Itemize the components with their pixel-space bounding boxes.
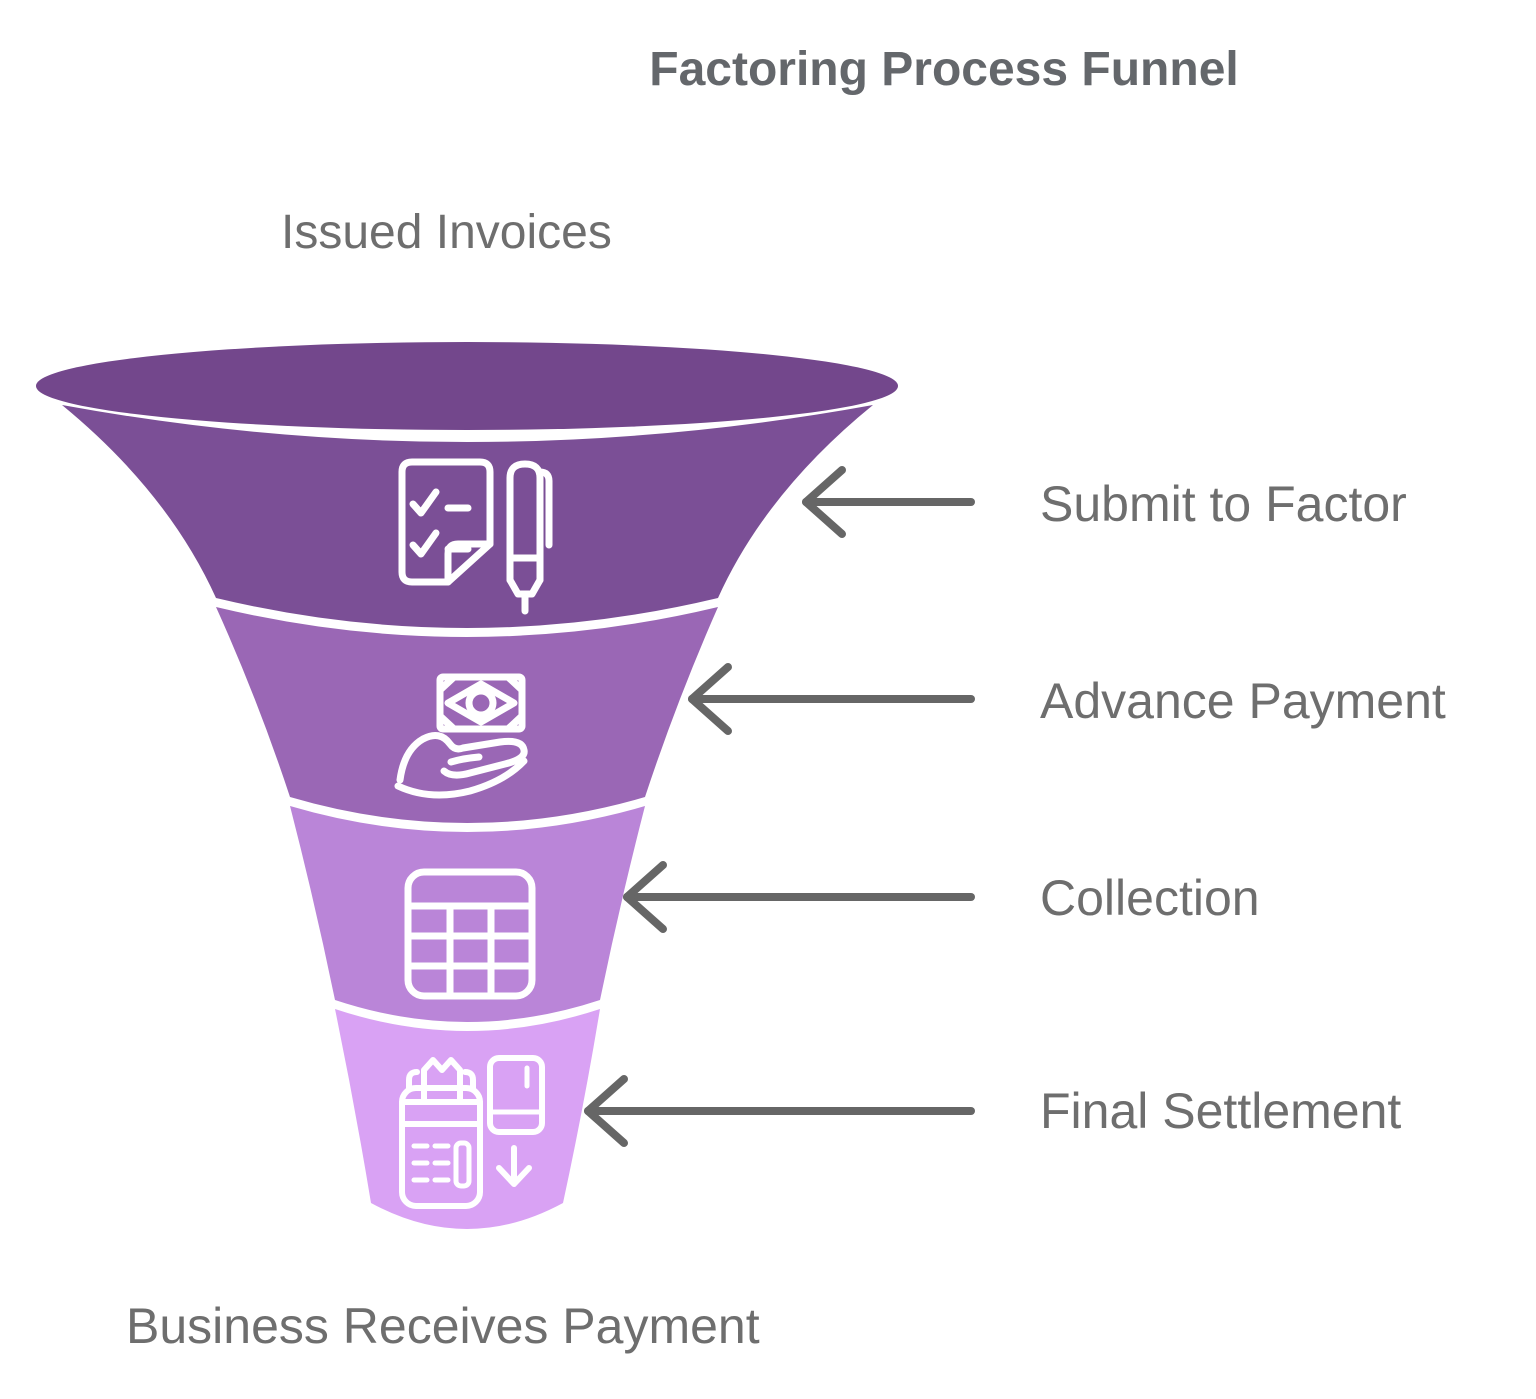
stage-label-final-settlement: Final Settlement (1040, 1083, 1402, 1139)
stage-label-collection: Collection (1040, 870, 1260, 926)
arrow-collection (623, 861, 975, 933)
funnel-exit-label: Business Receives Payment (126, 1298, 760, 1354)
funnel-stage-1-shape (62, 405, 873, 628)
checklist-pen-icon (398, 458, 553, 615)
funnel-stage-3-shape (290, 806, 645, 1022)
arrow-final-settlement (584, 1075, 975, 1147)
funnel-stage-4-shape (335, 1009, 600, 1229)
stage-arrows (584, 466, 975, 1147)
stage-label-submit-to-factor: Submit to Factor (1040, 476, 1407, 532)
funnel-mouth-ellipse (36, 342, 898, 430)
calculator-grid-icon (404, 868, 536, 1000)
payment-terminal-icon (399, 1055, 545, 1209)
page-title: Factoring Process Funnel (649, 43, 1239, 96)
funnel-entry-label: Issued Invoices (281, 206, 612, 259)
arrow-advance-payment (688, 663, 975, 735)
cash-in-hand-icon (394, 673, 528, 799)
arrow-submit-to-factor (802, 466, 975, 538)
funnel-icons (394, 458, 553, 1209)
stage-label-advance-payment: Advance Payment (1040, 673, 1446, 729)
